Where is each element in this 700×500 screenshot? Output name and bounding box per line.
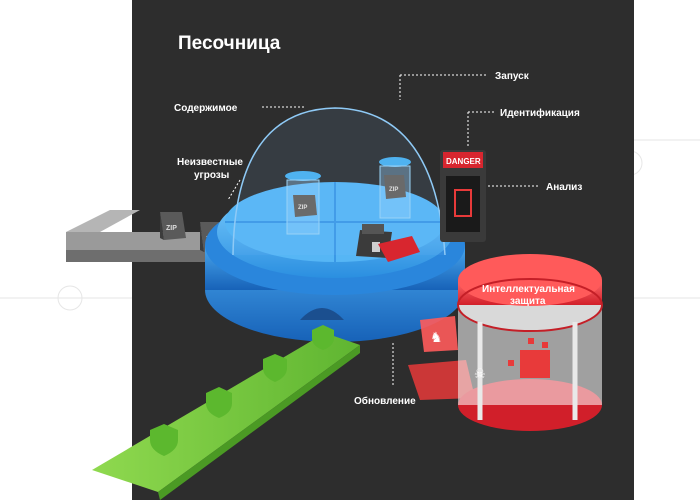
- shield-check-icon: [312, 325, 334, 350]
- shield-check-icon: [150, 424, 178, 456]
- page-title: Песочница: [178, 33, 281, 54]
- danger-sign-icon: DANGER: [440, 150, 486, 242]
- zip-tag-1: ZIP: [166, 225, 177, 232]
- danger-tag: DANGER: [446, 157, 481, 166]
- shield-check-icon: [263, 354, 287, 382]
- leader-lines: [227, 74, 540, 385]
- label-unknown-threats-2: угрозы: [194, 170, 229, 181]
- sandbox-platform: [205, 182, 465, 342]
- shield-check-icon: [206, 387, 232, 418]
- label-contents: Содержимое: [174, 103, 238, 114]
- label-analysis: Анализ: [546, 182, 582, 193]
- label-intel-1: Интеллектуальная: [482, 284, 575, 295]
- zip-tag-3: ZIP: [298, 205, 307, 211]
- sandbox-container-middle: ZIP: [379, 157, 411, 219]
- label-intel-2: защита: [510, 296, 546, 307]
- analysis-blocks: [356, 224, 420, 262]
- label-identification: Идентификация: [500, 107, 580, 119]
- intellectual-protection-cylinder: [457, 254, 603, 431]
- sandbox-container-left: ZIP: [285, 171, 321, 235]
- rocking-horse-icon: ♞: [430, 329, 443, 345]
- svg-text:♞: ♞: [430, 329, 443, 345]
- skull-icon: ☠: [474, 366, 486, 381]
- label-unknown-threats-1: Неизвестные: [177, 157, 243, 168]
- zip-file-icon: ZIP: [160, 212, 186, 240]
- label-launch: Запуск: [495, 71, 530, 82]
- svg-text:☠: ☠: [474, 366, 486, 381]
- label-update: Обновление: [354, 395, 416, 407]
- zip-tag-4: ZIP: [389, 187, 398, 193]
